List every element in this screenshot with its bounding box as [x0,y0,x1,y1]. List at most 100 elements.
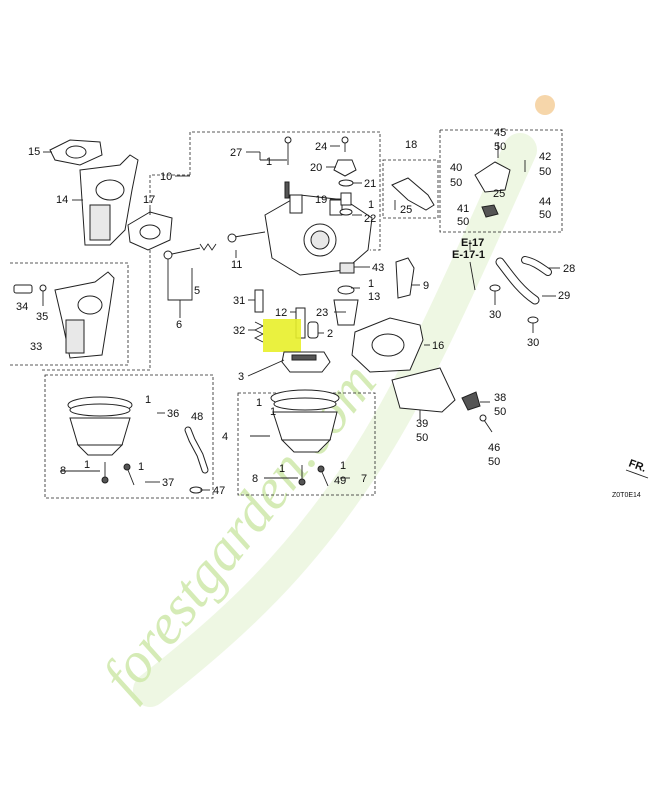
part-11-screw [227,231,266,243]
callout: 2 [327,328,333,340]
part-21-oring [338,179,354,187]
part-38-clip [461,391,481,411]
callout: 7 [361,473,367,485]
callout: 32 [233,325,245,337]
callout: 43 [372,262,384,274]
callout: 50 [539,166,551,178]
callout: 4 [222,431,228,443]
callout: 33 [30,341,42,353]
part-16-gasket [351,317,424,373]
part-31-jet [254,289,264,313]
callout: 20 [310,162,322,174]
callout: 1 [266,156,272,168]
callout: 1 [270,406,276,418]
callout: 9 [423,280,429,292]
part-19-jet [340,192,352,206]
callout: 25 [400,204,412,216]
parts [13,136,560,494]
part-20-cap [333,159,357,177]
callout: 30 [489,309,501,321]
part-2-nozzle [307,321,319,339]
callout: 1 [138,461,144,473]
callout: 1 [256,397,262,409]
part-23-float [333,299,359,326]
callout: 3 [238,371,244,383]
part-8-screw-left [101,462,109,484]
part-3-float [281,351,331,373]
watermark-dot [535,95,555,115]
front-label: FR. [627,458,648,475]
callout: 48 [191,411,203,423]
callout: 45 [494,127,506,139]
callout: 50 [416,432,428,444]
callout: 47 [213,485,225,497]
callout: 12 [275,307,287,319]
part-18-lever [391,177,435,211]
callout: 37 [162,477,174,489]
part-22-washer [339,208,353,216]
part-40-lever [474,161,511,193]
callout: 21 [364,178,376,190]
part-27-screw [284,136,292,165]
page-code: Z0T0E14 [612,492,641,499]
callout: 8 [252,473,258,485]
callout: 38 [494,392,506,404]
callout: 49 [334,475,346,487]
part-4-bowl-mid [270,389,340,453]
part-37-drain-screw [123,463,135,486]
callout: 30 [527,337,539,349]
reference-e17: E-17 [461,237,484,249]
callout: 11 [231,259,242,271]
part-5-screw [163,243,217,260]
part-8-screw-mid [298,465,306,486]
callout: 1 [279,463,285,475]
part-24-screw [341,136,349,152]
highlight-marker [263,319,301,352]
part-28-hose [521,256,552,276]
watermark-text: forestgarden.com [89,350,388,708]
callout: 25 [493,188,505,200]
callout: 1 [368,199,374,211]
callout-labels: 15 14 17 10 27 1 24 20 21 19 1 22 18 25 … [16,127,575,497]
callout: 35 [36,311,48,323]
callout: 28 [563,263,575,275]
part-46-screw [479,414,493,433]
part-13-pin [337,285,355,295]
part-33-insulator [54,271,115,359]
callout: 40 [450,162,462,174]
part-30-clip-b [527,316,539,324]
reference-e17-1: E-17-1 [452,249,485,261]
callout: 31 [233,295,245,307]
callout: 15 [28,146,40,158]
callout: 39 [416,418,428,430]
part-17-gasket [127,211,173,251]
callout: 1 [84,459,90,471]
part-30-clip-a [489,284,501,292]
callout: 50 [494,406,506,418]
front-direction-indicator: FR. [625,458,649,479]
callout: 27 [230,147,242,159]
part-15-gasket [49,139,103,166]
callout: 8 [60,465,66,477]
callout: 5 [194,285,200,297]
callout: 50 [457,216,469,228]
callout: 13 [368,291,380,303]
callout: 16 [432,340,444,352]
part-34-35-screws [13,284,47,306]
callout: 50 [539,209,551,221]
callout: 1 [368,278,374,290]
callout: 50 [488,456,500,468]
part-36-bowl-left [67,396,133,456]
callout: 18 [405,139,417,151]
part-29-hose [495,257,540,305]
callout: 23 [316,307,328,319]
part-43-needle [339,262,355,274]
part-41-screw [481,204,499,218]
callout: 6 [176,319,182,331]
callout: 34 [16,301,28,313]
callout: 17 [143,194,155,206]
part-14-insulator [79,154,139,246]
part-48-tube [184,426,209,474]
callout: 22 [364,213,376,225]
